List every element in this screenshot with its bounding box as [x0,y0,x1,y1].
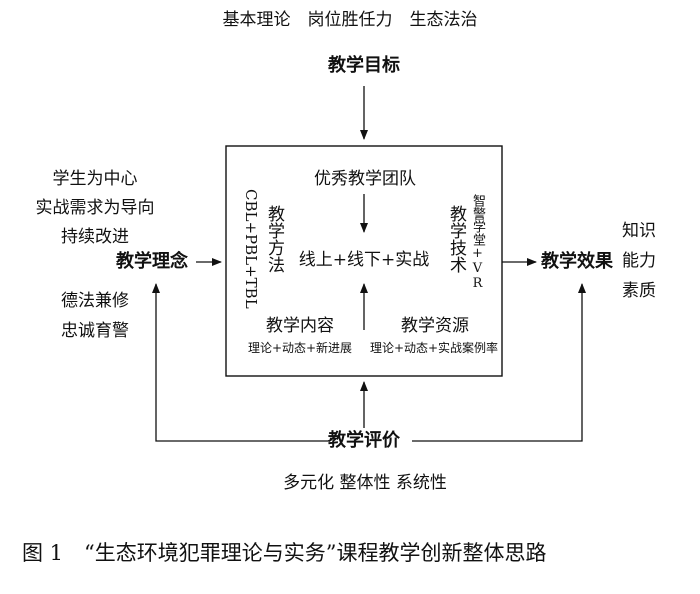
resource-detail: 理论+动态+实战案例率 [369,341,499,355]
philosophy-item: 持续改进 [61,227,129,247]
tech-detail: 智警学堂+VR [470,194,485,291]
philosophy-label: 教学理念 [116,251,188,272]
goal-label: 教学目标 [328,55,400,76]
arrow-evaluation-to-philosophy [152,283,330,442]
team-label: 优秀教学团队 [314,169,416,189]
top-caption: 基本理论 岗位胜任力 生态法治 [222,10,478,30]
effect-item: 能力 [622,251,656,271]
philosophy-value: 忠诚育警 [61,321,129,341]
philosophy-value: 德法兼修 [61,291,129,311]
resource-label: 教学资源 [401,316,469,336]
effect-item: 知识 [622,221,656,241]
content-label: 教学内容 [266,316,334,336]
philosophy-item: 学生为中心 [52,169,138,189]
central-box [225,145,503,377]
method-detail: CBL+PBL+TBL [242,189,260,309]
effect-item: 素质 [622,281,656,301]
figure-caption: 图 1 “生态环境犯罪理论与实务”课程教学创新整体思路 [22,541,547,565]
core-label: 线上+线下+实战 [298,250,430,270]
tech-label: 教学技术 [446,205,466,273]
content-detail: 理论+动态+新进展 [247,341,353,355]
method-label: 教学方法 [264,205,284,273]
philosophy-item: 实战需求为导向 [35,198,155,218]
evaluation-label: 教学评价 [328,430,400,451]
evaluation-caption: 多元化 整体性 系统性 [283,473,447,493]
effect-label: 教学效果 [541,251,613,272]
arrow-evaluation-to-effect [412,283,586,442]
